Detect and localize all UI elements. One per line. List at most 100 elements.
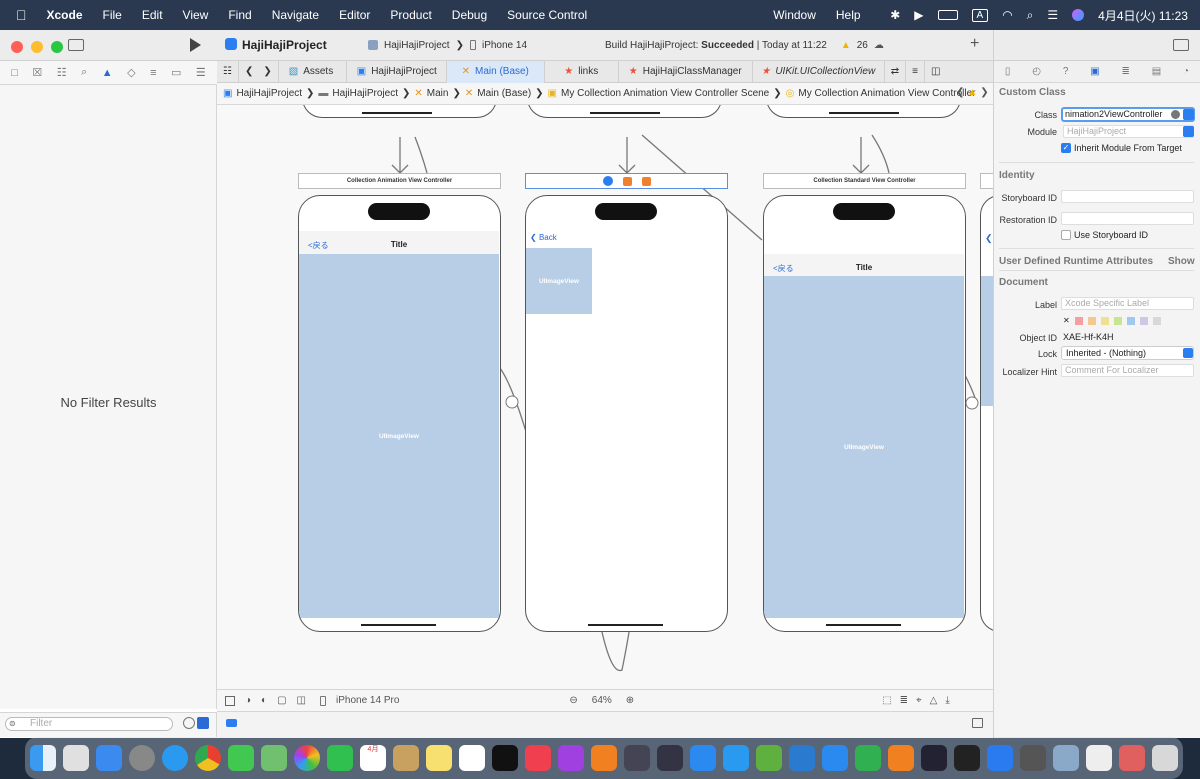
symbol-navigator-icon[interactable]: ☷ [56,67,67,79]
destination-device[interactable]: iPhone 14 [481,39,528,51]
view-controller-icon[interactable] [602,176,613,186]
numbers-icon[interactable] [855,745,881,771]
recent-files-icon[interactable] [183,717,195,729]
reminders-icon[interactable] [459,745,485,771]
tab-class-manager[interactable]: ★HajiHajiClassManager [619,60,753,83]
debug-toggle-icon[interactable] [226,719,237,727]
embed-icon[interactable]: ◫ [296,695,306,706]
jumpbar-item[interactable]: Main (Base) [477,88,532,99]
facetime-icon[interactable] [327,745,353,771]
back-button[interactable]: <戻る [773,264,794,273]
jumpbar-item[interactable]: HajiHajiProject [236,88,303,99]
launchpad-icon[interactable] [63,745,89,771]
report-navigator-icon[interactable]: ☰ [195,67,206,79]
warning-icon[interactable]: ▲ [840,39,851,51]
identity-inspector-icon[interactable]: ▣ [1090,66,1100,77]
tab-project[interactable]: ▣HajiHajiProject [347,60,447,83]
control-center-icon[interactable]: ☰ [1047,8,1059,22]
lock-dropdown-button[interactable] [1183,348,1193,358]
close-button[interactable] [11,41,23,53]
inherit-module-checkbox[interactable]: ✓ [1061,143,1071,153]
issue-navigator-icon[interactable]: ▲ [101,66,113,79]
keynote-icon[interactable] [822,745,848,771]
attributes-inspector-icon[interactable]: ≣ [1121,66,1130,77]
first-responder-icon[interactable] [622,176,632,186]
image-view[interactable]: UIImageView [526,248,592,314]
menu-find[interactable]: Find [217,8,251,22]
use-storyboard-id-checkbox[interactable] [1061,230,1071,240]
scene-collection-standard[interactable]: <戻る Title UIImageView [763,195,966,632]
chrome-icon[interactable] [195,745,221,771]
xcode-instruments-icon[interactable] [690,745,716,771]
filter-input[interactable]: Filter [5,717,173,731]
debug-navigator-icon[interactable]: ≡ [150,66,157,79]
pencil-app-icon[interactable] [624,745,650,771]
image-view[interactable]: UIImageView [299,254,499,618]
trash-icon[interactable] [1152,745,1178,771]
jumpbar-item[interactable]: Main [426,88,449,99]
color-swatch-yellow[interactable] [1100,316,1109,325]
pages-icon[interactable] [888,745,914,771]
appletv-icon[interactable] [492,745,518,771]
storyboard-canvas[interactable]: Collection Animation View Controller <戻る… [217,105,993,689]
menu-edit[interactable]: Edit [131,8,163,22]
spotlight-icon[interactable]: ⌕ [1026,7,1034,22]
menu-editor[interactable]: Editor [328,8,370,22]
update-frames-icon[interactable]: ⬚ [882,695,892,706]
menu-file[interactable]: File [92,8,122,22]
mail-icon[interactable] [96,745,122,771]
color-swatch-orange[interactable] [1087,316,1096,325]
bluetooth-icon[interactable]: ✱ [890,8,901,22]
scene-title-bar[interactable]: Collection Standard View Controller [763,173,966,189]
warning-count[interactable]: 26 [856,39,868,51]
forward-icon[interactable]: ❯ [263,66,272,77]
module-input[interactable]: HajiHajiProject [1063,125,1194,138]
filter-options-icon[interactable]: ⊜ [9,719,16,728]
jumpbar-item[interactable]: My Collection Animation View Controller [798,88,976,99]
warning-icon[interactable]: ▲ [967,87,978,98]
calendar-icon[interactable]: 4月4 [360,745,386,779]
back-button[interactable]: <戻る [308,241,329,250]
device-icon[interactable] [320,695,326,706]
class-dropdown-button[interactable] [1183,109,1194,120]
exit-icon[interactable] [641,176,651,186]
restoration-id-input[interactable] [1061,212,1194,225]
tab-main-storyboard[interactable]: ✕Main (Base) [446,60,545,83]
align-icon[interactable]: ≣ [899,695,909,706]
size-inspector-icon[interactable]: ▤ [1151,66,1162,77]
resolve-issues-icon[interactable]: △ [929,695,938,706]
color-swatch-green[interactable] [1113,316,1122,325]
menu-app-name[interactable]: Xcode [36,8,83,22]
next-issue-icon[interactable]: ❯ [980,87,989,98]
dark-mode-icon[interactable]: ◐ [261,695,268,706]
battery-icon[interactable] [937,10,958,20]
menu-window[interactable]: Window [762,8,816,22]
zoom-level[interactable]: 64% [591,695,612,706]
related-items-icon[interactable]: ⇄ [885,60,907,83]
jumpbar-item[interactable]: HajiHajiProject [332,88,398,99]
github-desktop-icon[interactable] [921,745,947,771]
play-status-icon[interactable]: ▶ [914,8,924,22]
siri-icon[interactable] [1072,9,1085,21]
localizer-hint-input[interactable]: Comment For Localizer [1061,364,1194,377]
no-color-icon[interactable]: ✕ [1063,316,1070,325]
finder-icon[interactable] [30,745,56,771]
music-icon[interactable] [525,745,551,771]
document-outline-toggle-icon[interactable] [225,695,235,706]
find-navigator-icon[interactable]: ⌕ [81,66,88,78]
sketch-icon[interactable] [756,745,782,771]
lock-select[interactable]: Inherited - (Nothing) [1061,346,1194,360]
vscode-icon[interactable] [789,745,815,771]
class-input[interactable]: nimation2ViewController [1061,107,1195,122]
inspector-toggle-icon[interactable] [1173,39,1189,51]
menu-view[interactable]: View [172,8,209,22]
tab-assets[interactable]: ▧Assets [279,60,347,83]
editor-options-icon[interactable]: ≡ [906,60,925,83]
color-swatch-red[interactable] [1074,316,1083,325]
module-dropdown-button[interactable] [1183,126,1194,137]
issue-nav-buttons[interactable]: ❮ ▲ ❯ [956,87,989,98]
calculator-icon[interactable] [1020,745,1046,771]
simulator-icon[interactable] [657,745,683,771]
image-view[interactable]: UIImageView [764,276,964,618]
menu-help[interactable]: Help [825,8,861,22]
